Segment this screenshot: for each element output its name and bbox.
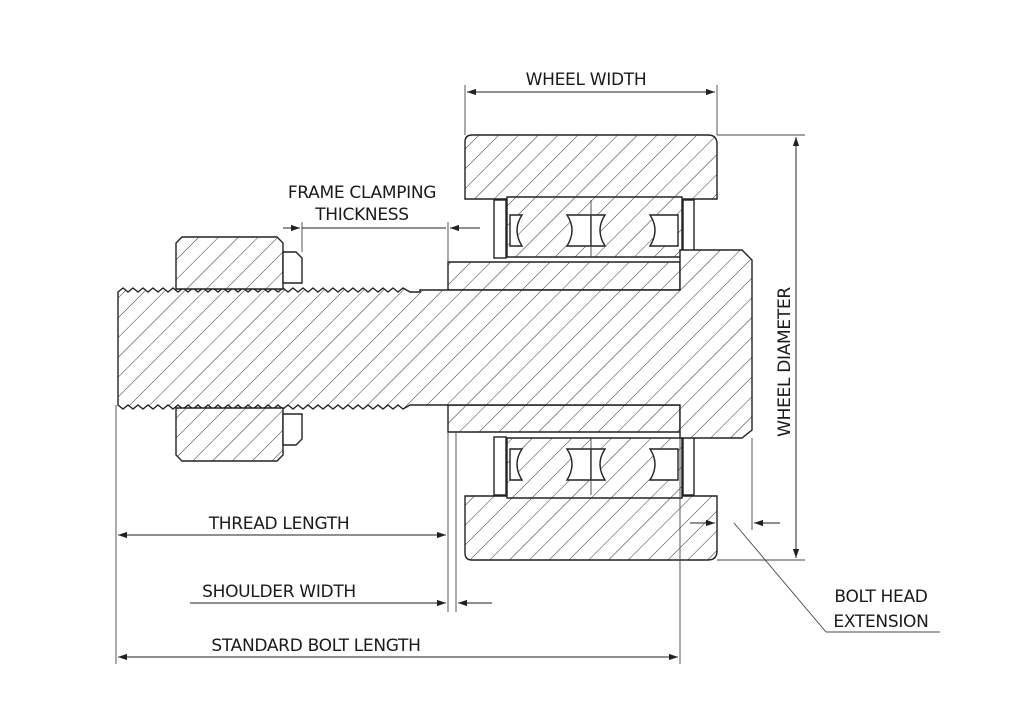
roller-elements-top	[509, 200, 679, 257]
dimension-wheel-diameter	[717, 134, 805, 561]
dimension-wheel-width	[464, 85, 718, 135]
wheel-outer-ring	[464, 134, 718, 561]
bolt-stud	[117, 249, 753, 439]
roller-elements-bottom	[509, 437, 679, 495]
label-frame-clamping-line1: FRAME CLAMPING	[288, 183, 436, 203]
label-frame-clamping-line2: THICKNESS	[314, 205, 409, 225]
dimension-frame-clamping-thickness	[283, 222, 480, 262]
shoulder-washer	[447, 261, 681, 433]
label-wheel-width: WHEEL WIDTH	[526, 70, 647, 90]
label-standard-bolt-length: STANDARD BOLT LENGTH	[211, 636, 420, 656]
dimension-bolt-head-extension	[690, 519, 940, 633]
label-thread-length: THREAD LENGTH	[208, 514, 350, 534]
hex-nut	[175, 236, 303, 462]
label-bolt-head-extension-line1: BOLT HEAD	[834, 587, 927, 607]
label-wheel-diameter: WHEEL DIAMETER	[775, 287, 795, 437]
label-shoulder-width: SHOULDER WIDTH	[202, 582, 356, 602]
extension-lines	[115, 405, 753, 664]
label-bolt-head-extension-line2: EXTENSION	[833, 612, 928, 632]
